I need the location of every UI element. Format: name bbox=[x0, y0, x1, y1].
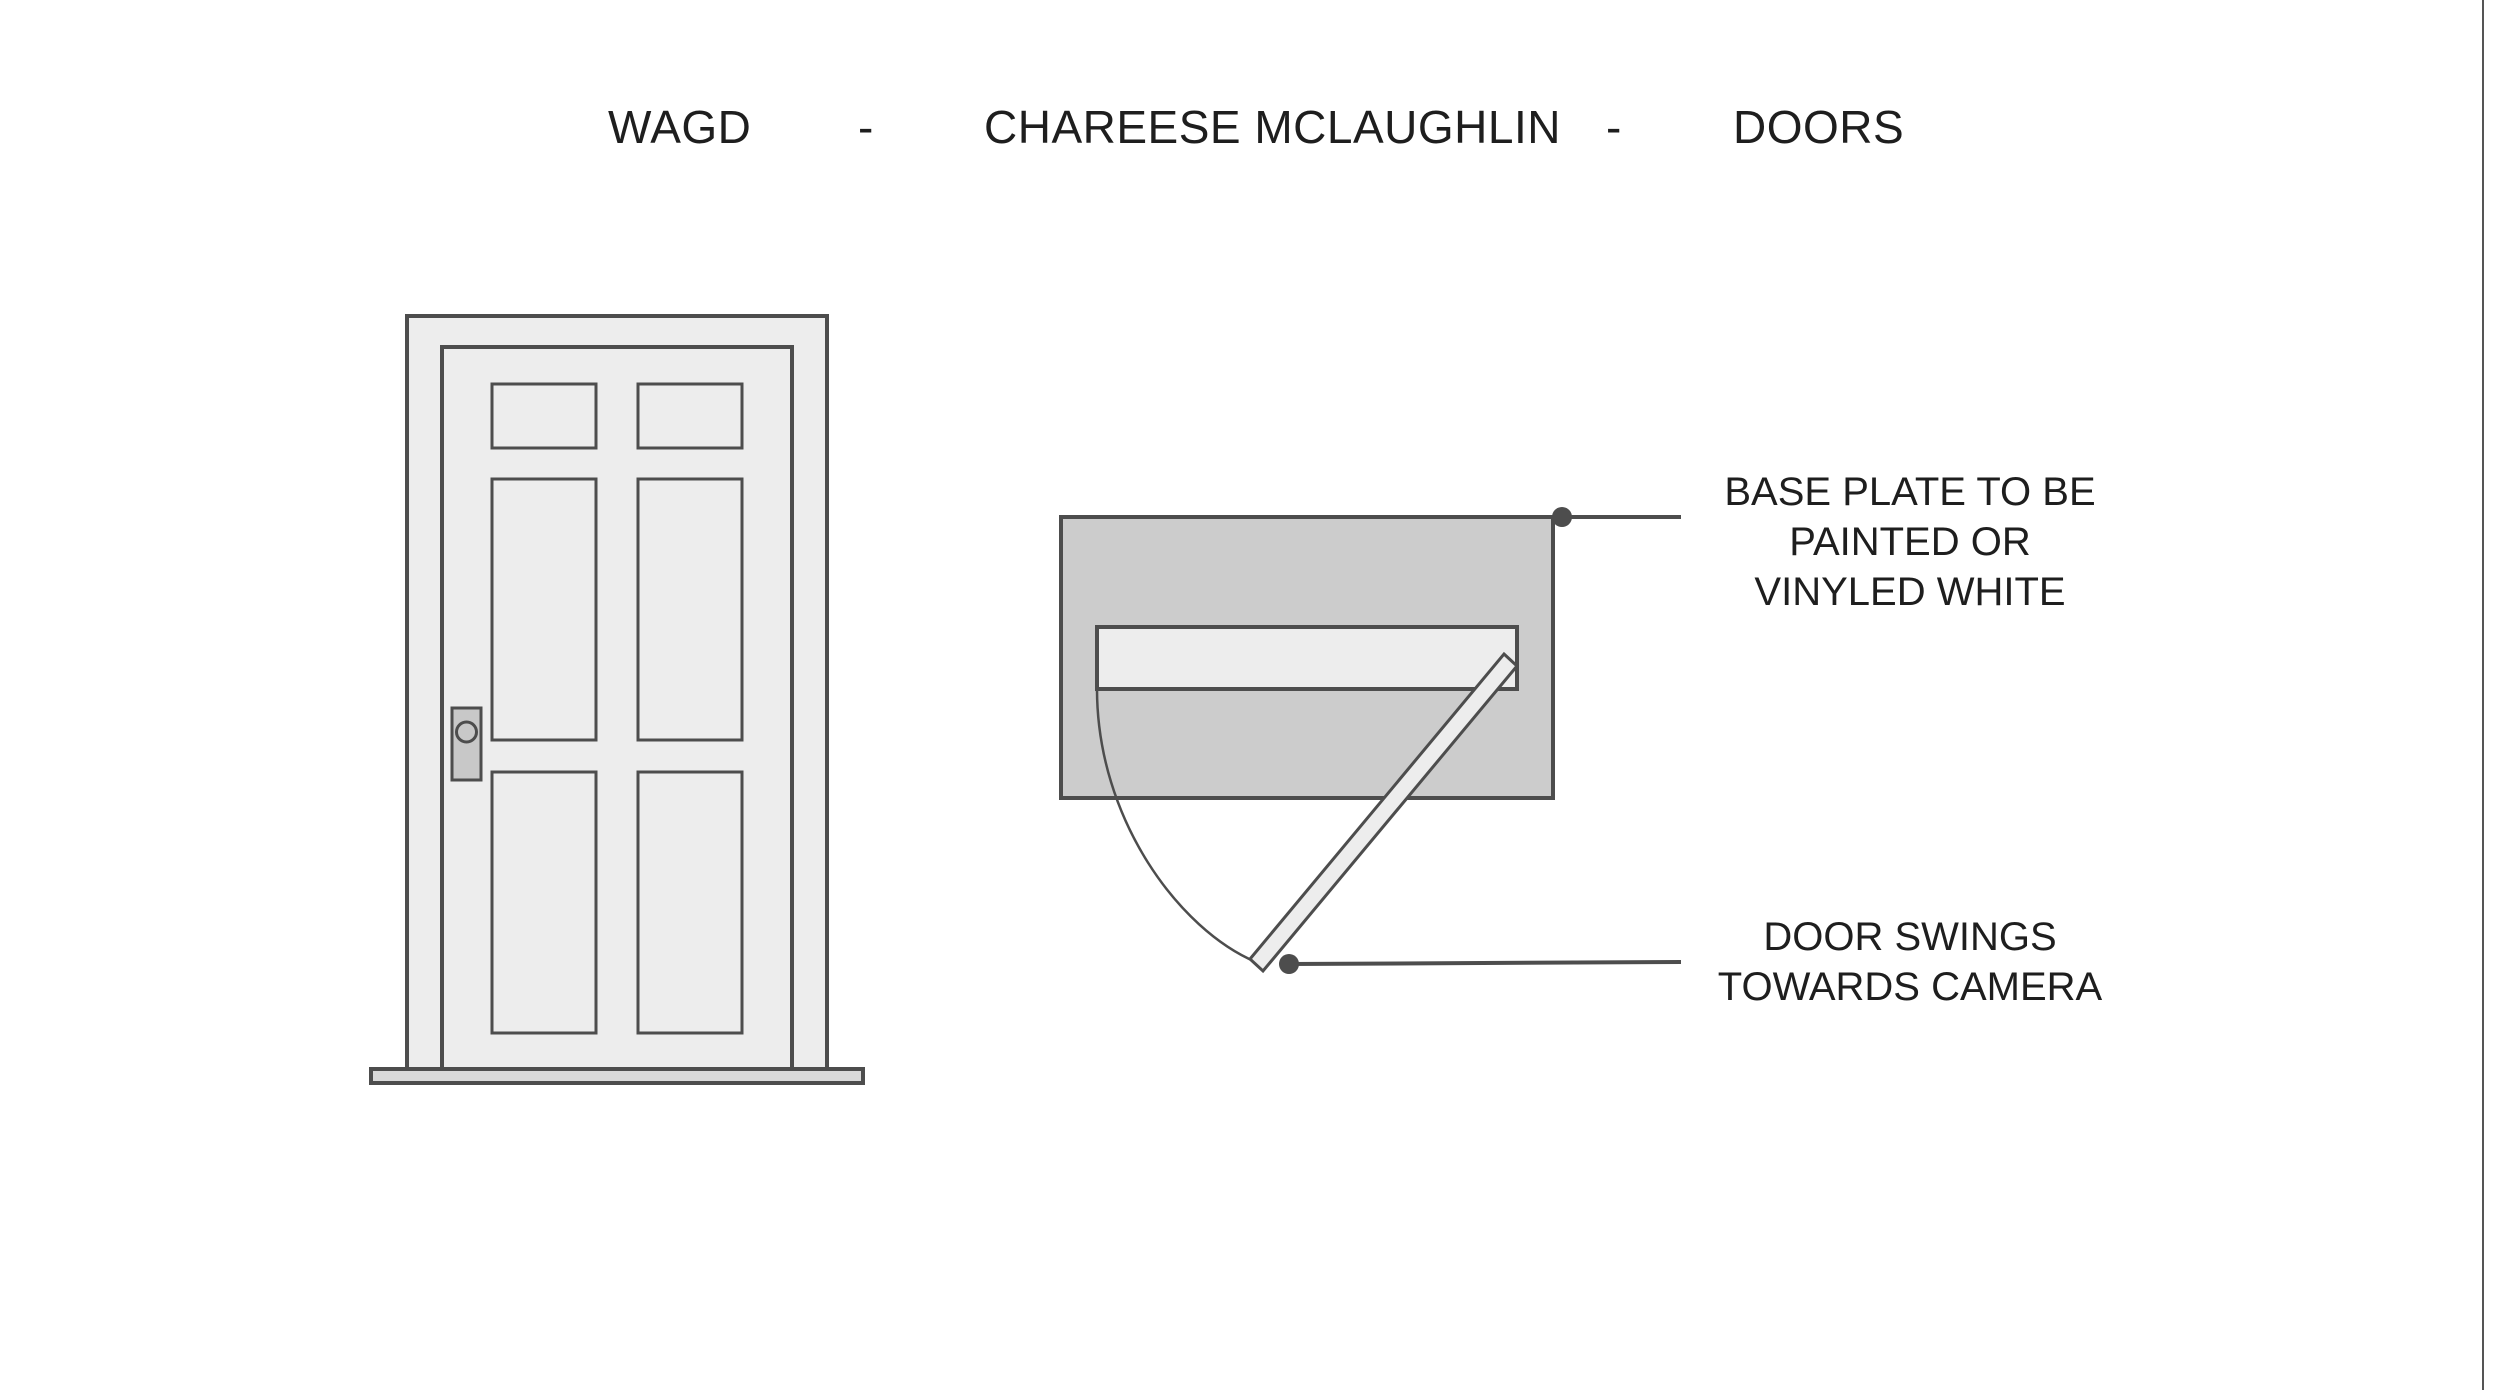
door-panel-top-left bbox=[490, 382, 598, 450]
door-swing-arc bbox=[1095, 688, 1257, 964]
door-elevation bbox=[369, 314, 865, 1085]
door-swing-leader-dot bbox=[1279, 954, 1299, 974]
door-swing-leader-line bbox=[1288, 960, 1682, 966]
title-separator: - bbox=[858, 101, 874, 153]
door-plan-view bbox=[1059, 515, 1555, 974]
title-project: WAGD bbox=[608, 101, 752, 153]
base-plate-leader-dot bbox=[1552, 507, 1572, 527]
door-panel-middle-left bbox=[490, 477, 598, 742]
door-panel-bottom-left bbox=[490, 770, 598, 1035]
callout-text-line: TOWARDS CAMERA bbox=[1717, 965, 2103, 1009]
door-threshold bbox=[369, 1067, 865, 1085]
door-handle-plate bbox=[450, 706, 483, 782]
title-separator: - bbox=[1606, 101, 1622, 153]
title-subject: DOORS bbox=[1733, 101, 1905, 153]
callout-text-line: BASE PLATE TO BE bbox=[1724, 470, 2096, 514]
callout-text-line: DOOR SWINGS bbox=[1763, 915, 2057, 959]
callout-text-line: PAINTED OR bbox=[1789, 520, 2031, 564]
leader-lines bbox=[1279, 507, 1682, 974]
door-leaf-plan bbox=[1247, 651, 1520, 974]
door-knob bbox=[455, 720, 478, 744]
callout-text-line: VINYLED WHITE bbox=[1754, 570, 2066, 614]
door-panel-top-right bbox=[636, 382, 744, 450]
door-opening bbox=[1095, 625, 1519, 691]
door-panel-middle-right bbox=[636, 477, 744, 742]
page-edge-divider bbox=[2482, 0, 2484, 1390]
door-swing-callout: DOOR SWINGS TOWARDS CAMERA bbox=[1630, 912, 2190, 1012]
base-plate-callout: BASE PLATE TO BE PAINTED OR VINYLED WHIT… bbox=[1630, 467, 2190, 617]
title-designer: CHAREESE MCLAUGHLIN bbox=[984, 101, 1561, 153]
door-panel-bottom-right bbox=[636, 770, 744, 1035]
title-bar: WAGD - CHAREESE MCLAUGHLIN - DOORS bbox=[0, 92, 2500, 162]
